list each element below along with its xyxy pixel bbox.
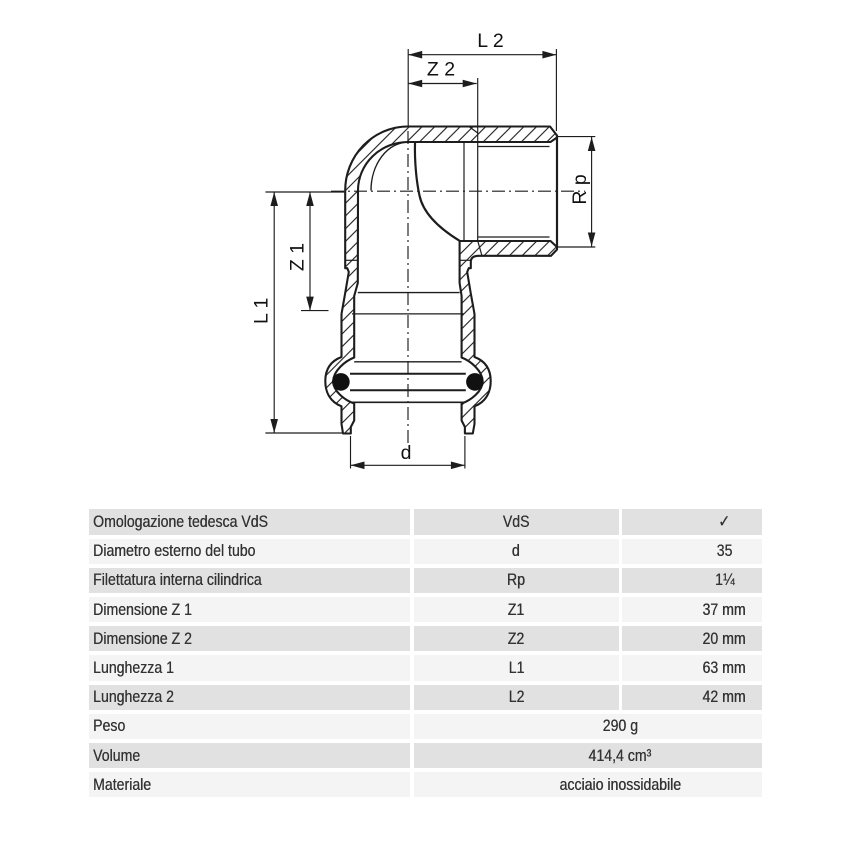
svg-text:Z 2: Z 2 — [427, 59, 455, 81]
svg-text:R p: R p — [569, 174, 591, 205]
svg-text:L 2: L 2 — [477, 30, 503, 52]
svg-text:Z 1: Z 1 — [287, 243, 309, 271]
svg-text:d: d — [401, 442, 412, 464]
svg-text:L 1: L 1 — [251, 298, 273, 324]
